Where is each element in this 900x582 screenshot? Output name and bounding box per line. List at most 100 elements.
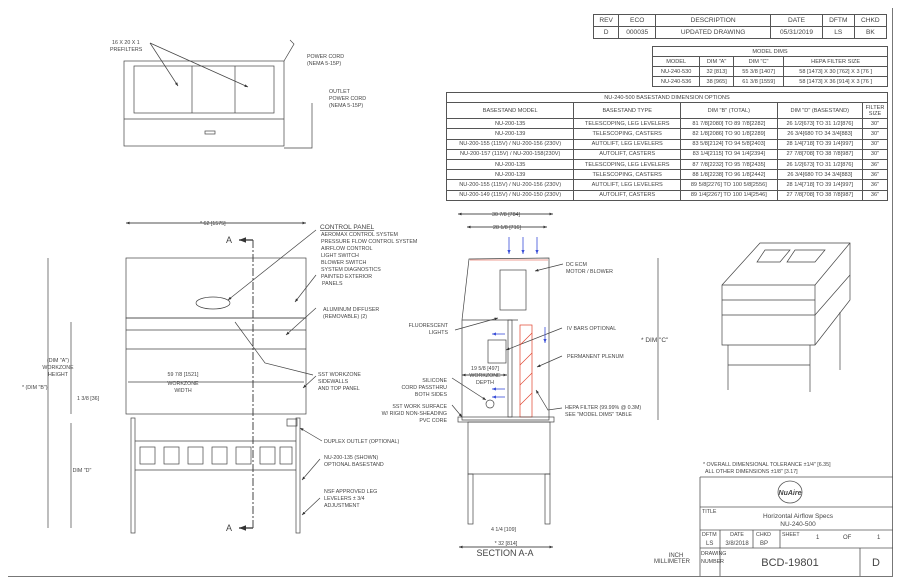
- outlet-cord-label: OUTLET: [329, 89, 351, 95]
- drawing-number-label: NUMBER: [701, 559, 724, 565]
- basestand-options-table: NU-240-500 BASESTAND DIMENSION OPTIONS B…: [445, 91, 888, 201]
- revision-letter: D: [872, 557, 880, 569]
- date-value: 3/8/2018: [725, 541, 749, 547]
- surface-label: PVC CORE: [419, 418, 447, 424]
- dimension-label: * 62 [1575]: [200, 221, 226, 227]
- painted-panels-label: PANELS: [322, 281, 343, 287]
- diffuser-label: ALUMINUM DIFFUSER: [323, 307, 379, 313]
- iv-bars-label: IV BARS OPTIONAL: [567, 326, 616, 332]
- dftm-label: DFTM: [702, 532, 717, 538]
- basestand-note: NU-200-135 (SHOWN): [324, 455, 378, 461]
- header-cell: REV: [592, 14, 620, 27]
- sheet-total: 1: [877, 535, 881, 541]
- cell: BK: [853, 26, 888, 39]
- top-view: [123, 39, 313, 149]
- filter-hatch: [470, 259, 548, 406]
- control-panel-item: AIRFLOW CONTROL: [321, 246, 373, 252]
- dftm-value: LS: [706, 541, 713, 547]
- workzone-height-label: (DIM "A"): [47, 358, 69, 364]
- silicone-label: CORD PASSTHRU: [401, 385, 447, 391]
- chkd-label: CHKD: [756, 532, 771, 538]
- depth-label: 19 5/8 [497]: [471, 366, 500, 372]
- plenum-label: PERMANENT PLENUM: [567, 354, 624, 360]
- motor-label: DC ECM: [566, 262, 587, 268]
- workzone-width-label: WORKZONE: [167, 381, 199, 387]
- control-panel-item: PRESSURE FLOW CONTROL SYSTEM: [321, 239, 417, 245]
- table-header-row: REV ECO DESCRIPTION DATE DFTM CHKD: [592, 14, 888, 27]
- title-block: [699, 476, 893, 576]
- model-dims-table: MODEL DIMS MODEL DIM "A" DIM "C" HEPA FI…: [651, 46, 888, 87]
- drawing-title: Horizontal Airflow Specs: [763, 513, 834, 520]
- control-panel-item: AEROMAX CONTROL SYSTEM: [321, 232, 398, 238]
- levelers-label: NSF APPROVED LEG: [324, 489, 377, 495]
- basestand-note: OPTIONAL BASESTAND: [324, 462, 384, 468]
- nuaire-logo: [777, 480, 803, 504]
- levelers-label: LEVELERS ± 3/4: [324, 496, 365, 502]
- power-cord-label: (NEMA 5-15P): [307, 61, 341, 67]
- unit-label: INCH: [669, 553, 684, 559]
- outlet-cord-label: POWER CORD: [329, 96, 366, 102]
- table-row: NU-200-149 (115V) / NU-200-150 (230V)AUT…: [445, 189, 888, 201]
- chkd-value: BP: [760, 541, 768, 547]
- cell: 27 7/8[708] TO 38 7/8[987]: [776, 189, 864, 201]
- workzone-height-label: HEIGHT: [48, 372, 69, 378]
- dimension-label: * 32 [814]: [495, 541, 518, 547]
- prefilter-label: PREFILTERS: [110, 47, 143, 53]
- surface-label: SST WORK SURFACE: [392, 404, 447, 410]
- control-panel-title: CONTROL PANEL: [320, 224, 375, 231]
- tolerance-note: ALL OTHER DIMENSIONS ±1/8" [3.17]: [705, 469, 798, 475]
- dimension-label: 4 1/4 [109]: [491, 527, 517, 533]
- control-panel-item: SYSTEM DIAGNOSTICS: [321, 267, 381, 273]
- cell: UPDATED DRAWING: [655, 26, 772, 39]
- of-label: OF: [843, 535, 852, 541]
- airflow-arrows: [492, 237, 547, 399]
- cell: D: [592, 26, 620, 39]
- cell: NU-200-149 (115V) / NU-200-150 (230V): [445, 189, 575, 201]
- revision-table: REV ECO DESCRIPTION DATE DFTM CHKD D 000…: [592, 14, 888, 39]
- drawing-frame: [8, 8, 893, 577]
- drawing-number: BCD-19801: [761, 557, 818, 569]
- control-panel-item: BLOWER SWITCH: [321, 260, 366, 266]
- control-panel-item: LIGHT SWITCH: [321, 253, 359, 259]
- lights-label: LIGHTS: [429, 330, 449, 336]
- motor-blower: [499, 269, 527, 311]
- section-title: SECTION A-A: [476, 548, 533, 558]
- workzone-width-label: 59 7/8 [1521]: [168, 372, 199, 378]
- cell: AUTOLIFT, CASTERS: [573, 189, 682, 201]
- section-marker: A: [226, 235, 232, 245]
- cell: 36": [862, 189, 888, 201]
- surface-label: W/ RIGID NON-SHEADING: [382, 411, 447, 417]
- dim-c-label: * DIM "C": [641, 337, 669, 344]
- painted-panels-label: PAINTED EXTERIOR: [321, 274, 372, 280]
- drawing-number-label: DRAWING: [701, 551, 726, 557]
- work-surface: [457, 416, 555, 423]
- sheet-number: 1: [816, 535, 820, 541]
- lights-label: FLUORESCENT: [409, 323, 449, 329]
- dimension-label: 30 7/8 [784]: [492, 212, 521, 218]
- date-label: DATE: [730, 532, 744, 538]
- dim-d-label: DIM "D": [73, 468, 92, 474]
- prefilter-label: 16 X 20 X 1: [112, 40, 140, 46]
- hepa-label: SEE "MODEL DIMS" TABLE: [565, 412, 632, 418]
- outlet-cord-label: (NEMA 5-15P): [329, 103, 363, 109]
- depth-label: WORKZONE: [469, 373, 501, 379]
- nuaire-logo-text: NuAire: [779, 490, 802, 497]
- title-label: TITLE: [702, 509, 717, 515]
- table-title-row: NU-240-500 BASESTAND DIMENSION OPTIONS: [446, 91, 888, 104]
- motor-label: MOTOR / BLOWER: [566, 269, 613, 275]
- levelers-label: ADJUSTMENT: [324, 503, 360, 509]
- diffuser-label: (REMOVABLE) (2): [323, 314, 367, 320]
- sidewalls-label: SST WORKZONE: [318, 372, 361, 378]
- sidewalls-label: AND TOP PANEL: [318, 386, 360, 392]
- drawing-title: NU-240-500: [780, 521, 816, 528]
- power-cord-label: POWER CORD: [307, 54, 344, 60]
- silicone-label: SILICONE: [422, 378, 447, 384]
- sidewalls-label: SIDEWALLS: [318, 379, 349, 385]
- section-view: [451, 212, 659, 549]
- silicone-label: BOTH SIDES: [415, 392, 448, 398]
